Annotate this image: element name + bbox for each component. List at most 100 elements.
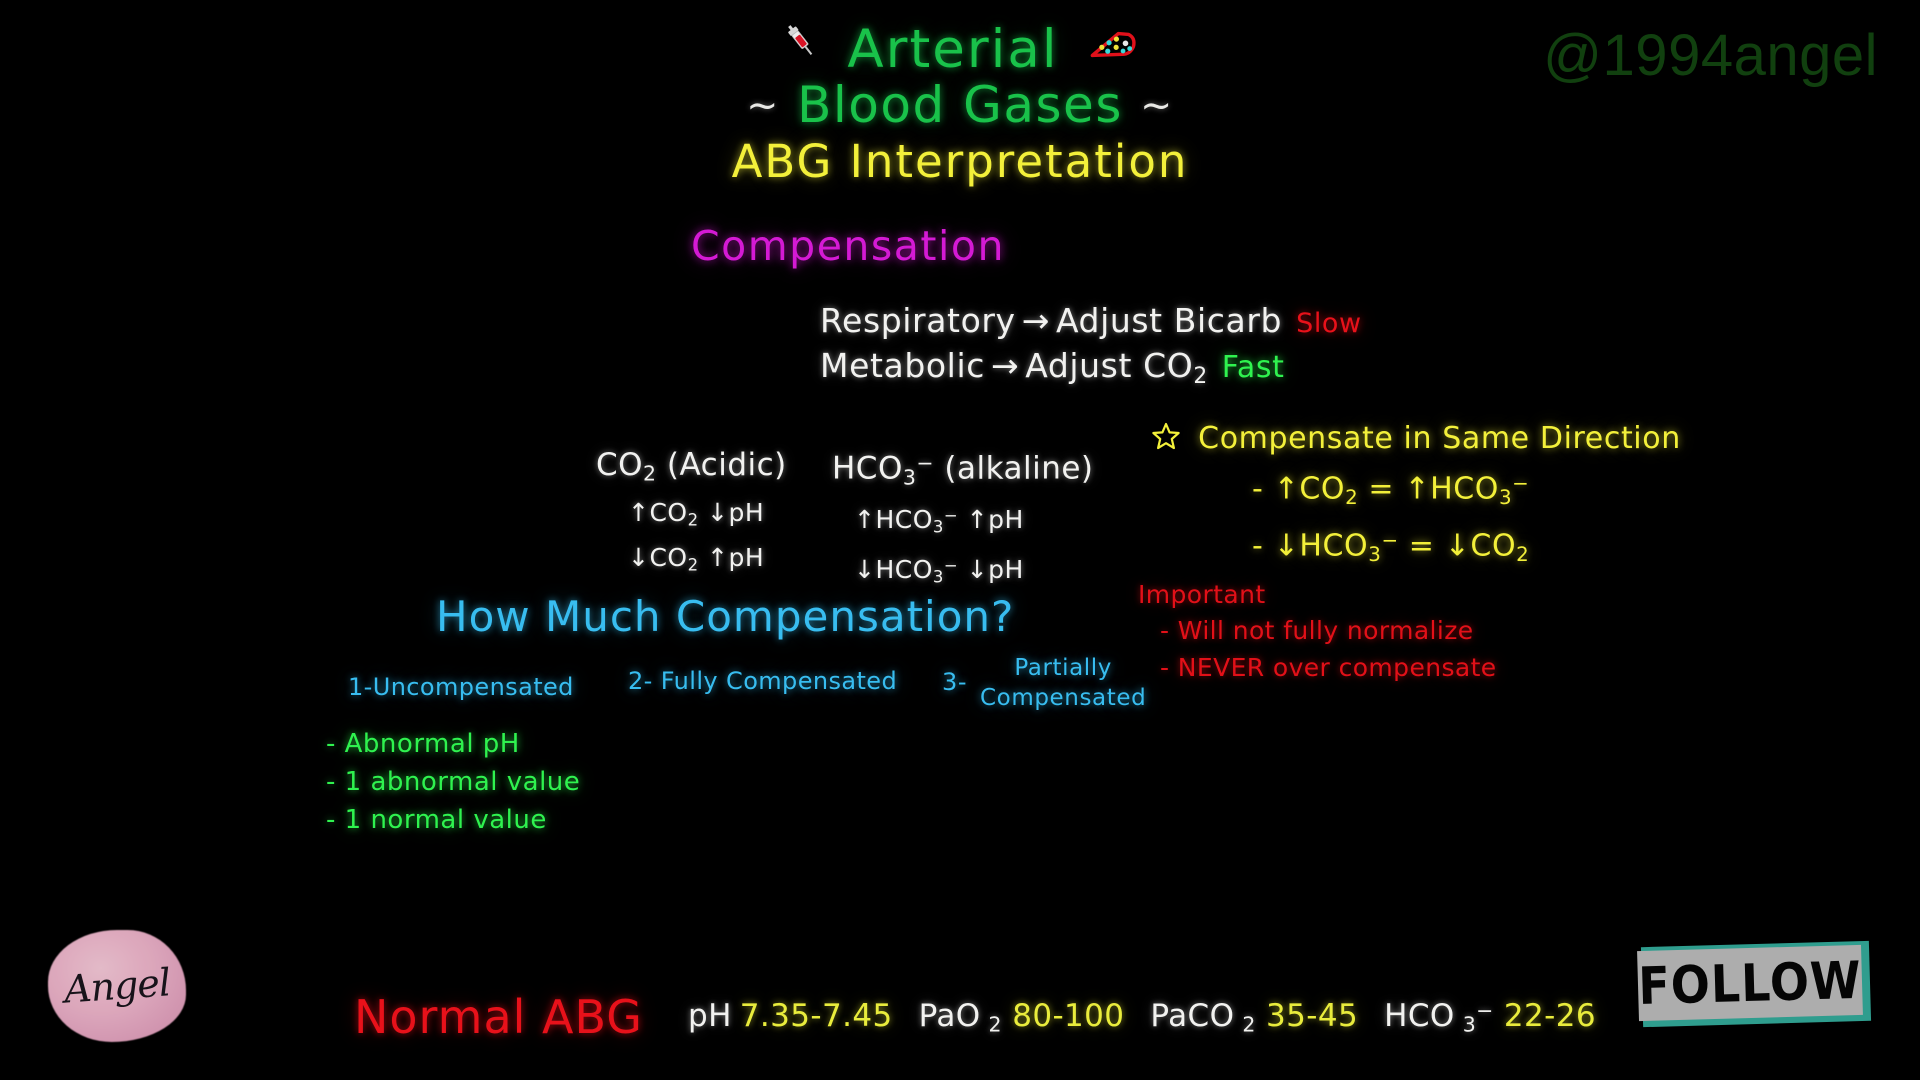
down-arrow-icon: ↓ <box>966 554 989 584</box>
channel-watermark: @1994angel <box>1543 23 1878 88</box>
title-word-arterial: Arterial <box>847 19 1059 80</box>
hco3-subscript: 3 <box>1462 1012 1477 1037</box>
normal-value-range-hco3: 22-26 <box>1503 998 1596 1034</box>
follow-button-label: FOLLOW <box>1637 949 1863 1017</box>
uncompensated-criteria-list: - Abnormal pH - 1 abnormal value - 1 nor… <box>326 725 580 839</box>
co2-label: CO <box>1299 471 1346 507</box>
pao2-subscript: 2 <box>988 1012 1002 1037</box>
star-icon <box>1152 420 1180 462</box>
how-much-compensation-heading: How Much Compensation? <box>436 592 1015 641</box>
follow-button-face[interactable]: FOLLOW <box>1637 944 1863 1022</box>
rule-speed-slow: Slow <box>1296 308 1362 339</box>
dash: - <box>1252 528 1264 564</box>
arrow-icon: → <box>990 346 1020 385</box>
hco3-label: HCO <box>832 450 903 487</box>
criteria-item: - 1 normal value <box>326 805 547 835</box>
compensation-heading: Compensation <box>0 222 1920 270</box>
hco3-relation-2: ↓HCO3− ↓pH <box>832 547 1094 597</box>
hco3-superscript: − <box>943 555 959 575</box>
hco3-column: HCO3− (alkaline) ↑HCO3− ↑pH ↓HCO3− ↓pH <box>832 443 1094 596</box>
normal-value-name-pao2: PaO <box>918 998 981 1034</box>
down-arrow-icon: ↓ <box>628 543 650 573</box>
down-arrow-icon: ↓ <box>854 554 876 584</box>
co2-label: CO <box>649 497 688 527</box>
normal-abg-label: Normal ABG <box>354 990 643 1044</box>
normal-value-range-paco2: 35-45 <box>1266 998 1359 1034</box>
hco3-relation-1: ↑HCO3− ↑pH <box>832 497 1094 547</box>
hco3-column-header: HCO3− (alkaline) <box>832 443 1094 497</box>
down-arrow-icon: ↓ <box>1444 528 1471 564</box>
rule-action-label: Adjust CO <box>1025 346 1194 385</box>
down-arrow-icon: ↓ <box>1273 528 1300 564</box>
important-note-1: - Will not fully normalize <box>1160 616 1474 645</box>
normal-value-name-hco3: HCO <box>1384 998 1455 1034</box>
syringe-icon <box>781 14 821 74</box>
title-line-2: ~ Blood Gases ~ <box>0 76 1920 134</box>
option-fully-compensated: 2- Fully Compensated <box>628 667 897 695</box>
subtitle: ABG Interpretation <box>731 135 1189 188</box>
hco3-subscript: 3 <box>1368 542 1382 566</box>
hco3-label: HCO <box>1430 471 1499 507</box>
normal-value-range-pao2: 80-100 <box>1012 998 1125 1034</box>
hco3-superscript: − <box>943 506 959 526</box>
blood-strip-icon <box>1087 18 1139 78</box>
same-direction-rule-1: - ↑CO2 = ↑HCO3− <box>1152 462 1681 519</box>
hco3-superscript: − <box>1476 998 1494 1023</box>
up-arrow-icon: ↑ <box>1273 471 1300 507</box>
rule-speed-fast: Fast <box>1221 350 1285 385</box>
same-direction-rule-2: - ↓HCO3− = ↓CO2 <box>1152 519 1681 576</box>
hco3-label: HCO <box>875 505 933 535</box>
equals-sign: = <box>1368 471 1395 507</box>
up-arrow-icon: ↑ <box>628 497 650 527</box>
criteria-item: - 1 abnormal value <box>326 767 581 797</box>
normal-value-name-ph: pH <box>688 998 732 1034</box>
down-arrow-icon: ↓ <box>707 497 729 527</box>
important-block: Important - Will not fully normalize - N… <box>1138 578 1497 686</box>
rule-action-label: Adjust Bicarb <box>1055 301 1283 340</box>
co2-subscript: 2 <box>687 510 699 530</box>
hco3-subscript: 3 <box>902 465 917 490</box>
option-number: 1- <box>348 673 373 701</box>
important-note-2: - NEVER over compensate <box>1160 653 1497 682</box>
ph-label: pH <box>728 543 765 573</box>
co2-subscript: 2 <box>687 555 699 575</box>
follow-button[interactable]: FOLLOW <box>1637 940 1872 1028</box>
up-arrow-icon: ↑ <box>966 505 989 535</box>
important-heading: Important <box>1138 580 1266 609</box>
option-label: Uncompensated <box>372 673 574 701</box>
co2-label: CO <box>1470 528 1517 564</box>
angel-logo-text: Angel <box>62 960 172 1012</box>
paco2-subscript: 2 <box>1242 1012 1256 1037</box>
up-arrow-icon: ↑ <box>854 505 876 535</box>
hco3-subscript: 3 <box>932 517 944 537</box>
hco3-superscript: − <box>1512 472 1530 495</box>
co2-subscript: 2 <box>1516 542 1530 566</box>
criteria-item: - Abnormal pH <box>326 729 520 759</box>
tilde-right: ~ <box>1140 83 1174 127</box>
compensate-same-direction-block: Compensate in Same Direction - ↑CO2 = ↑H… <box>1152 418 1681 576</box>
co2-column: CO2 (Acidic) ↑CO2 ↓pH ↓CO2 ↑pH <box>596 445 787 585</box>
option-label-line-2: Compensated <box>980 685 1147 711</box>
ph-label: pH <box>728 497 765 527</box>
co2-label: CO <box>596 447 644 483</box>
hco3-qualifier: (alkaline) <box>944 450 1094 487</box>
co2-relation-2: ↓CO2 ↑pH <box>596 539 787 585</box>
co2-relation-1: ↑CO2 ↓pH <box>596 494 787 540</box>
watercolor-blob-icon <box>48 930 186 1042</box>
tilde-left: ~ <box>746 83 780 127</box>
up-arrow-icon: ↑ <box>1404 471 1431 507</box>
co2-subscript: 2 <box>643 461 657 486</box>
hco3-superscript: − <box>1381 528 1399 552</box>
hco3-superscript: − <box>916 451 934 475</box>
angel-logo: Angel <box>48 930 186 1042</box>
same-direction-heading-text: Compensate in Same Direction <box>1198 421 1681 456</box>
rule-system-label: Respiratory <box>820 301 1016 340</box>
option-label: Fully Compensated <box>660 667 898 695</box>
hco3-subscript: 3 <box>932 567 944 587</box>
co2-qualifier: (Acidic) <box>666 447 787 483</box>
arrow-icon: → <box>1021 301 1050 340</box>
